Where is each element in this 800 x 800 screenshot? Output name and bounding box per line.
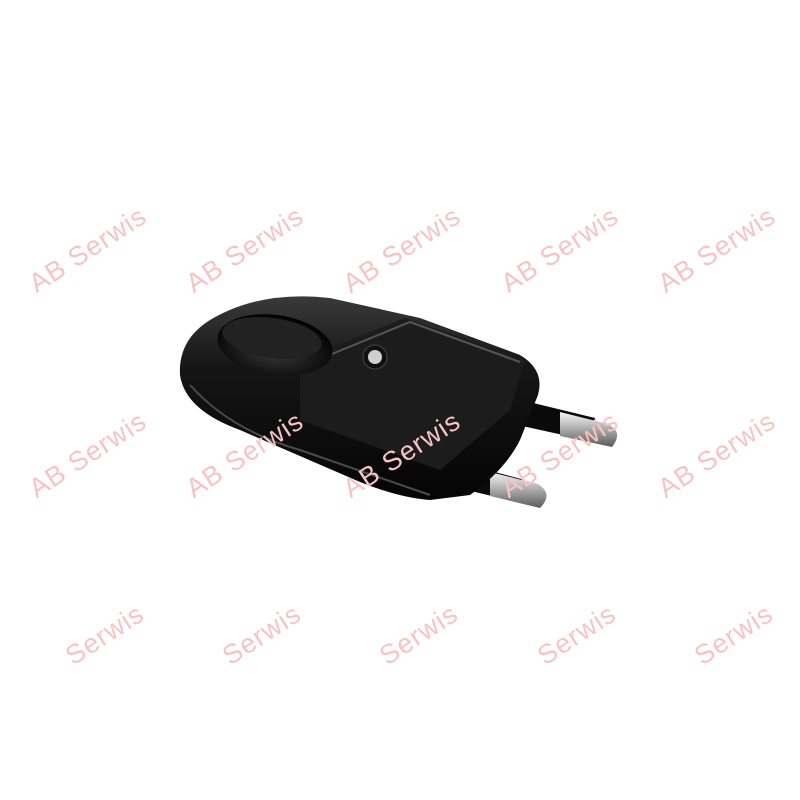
product-photo: AB Serwis AB Serwis AB Serwis AB Serwis … — [23, 200, 781, 671]
plug-image — [179, 296, 618, 508]
